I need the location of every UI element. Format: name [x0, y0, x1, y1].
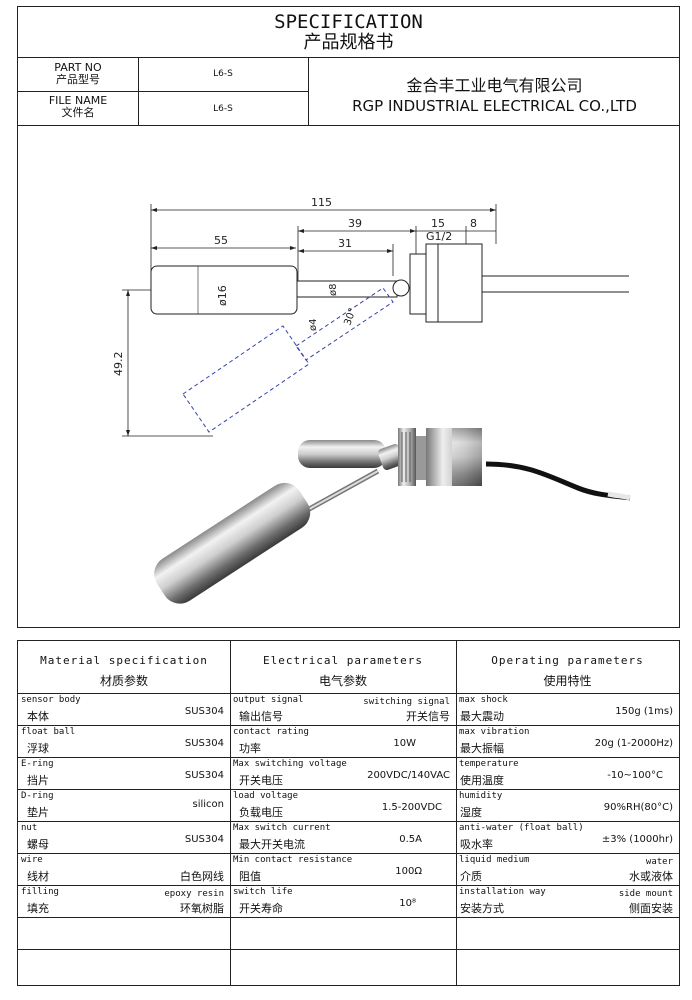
col-header-material: Material specification 材质参数 — [40, 654, 208, 688]
dim-thread: G1/2 — [426, 230, 452, 243]
file-name-label: FILE NAME 文件名 — [48, 94, 108, 119]
material-row: filling 填充 epoxy resin 环氧树脂 — [21, 887, 224, 915]
operating-row: installation way 安装方式 side mount 侧面安装 — [459, 887, 673, 915]
title-cn: 产品规格书 — [303, 32, 394, 53]
material-row: wire 线材 白色网线 — [21, 855, 224, 883]
dim-diameter-8: ø8 — [328, 284, 339, 296]
dim-diameter-4: ø4 — [308, 319, 319, 331]
technical-drawing-panel: 115 39 15 8 55 31 G1/2 ø16 ø8 ø4 30° 49.… — [17, 126, 680, 628]
product-photo — [154, 428, 631, 604]
dim-angle: 30° — [342, 307, 358, 327]
material-row: nut 螺母 SUS304 — [21, 823, 224, 851]
operating-row: max vibration 最大振幅 20g (1-2000Hz) — [459, 727, 673, 755]
spec-table: Material specification 材质参数 Electrical p… — [17, 640, 680, 986]
electrical-row: contact rating 功率 10W — [233, 727, 416, 755]
dim-115: 115 — [311, 196, 332, 209]
sensor-outline — [150, 243, 629, 323]
header-table: PART NO 产品型号 L6-S FILE NAME 文件名 L6-S 金合丰… — [17, 58, 680, 126]
dim-55: 55 — [214, 234, 228, 247]
operating-row: temperature 使用温度 -10~100°C — [459, 759, 663, 787]
dimension-labels: 115 39 15 8 55 31 G1/2 ø16 ø8 ø4 30° 49.… — [112, 196, 477, 376]
company-name-cn: 金合丰工业电气有限公司 — [406, 76, 583, 95]
operating-row: anti-water (float ball) 吸水率 ±3% (1000hr) — [459, 823, 673, 851]
electrical-row: Max switching voltage 开关电压 200VDC/140VAC — [233, 759, 450, 787]
material-row: float ball 浮球 SUS304 — [21, 727, 224, 755]
electrical-row: load voltage 负载电压 1.5-200VDC — [233, 791, 442, 819]
part-no-value: L6-S — [213, 69, 233, 79]
dim-15: 15 — [431, 217, 445, 230]
operating-row: liquid medium 介质 water 水或液体 — [459, 855, 673, 883]
material-row: D-ring 垫片 silicon — [21, 791, 224, 819]
material-row: E-ring 挡片 SUS304 — [21, 759, 224, 787]
dim-diameter-16: ø16 — [216, 285, 229, 306]
dim-49-2: 49.2 — [112, 352, 125, 377]
operating-row: max shock 最大震动 150g (1ms) — [459, 695, 673, 723]
spec-title-box: SPECIFICATION 产品规格书 — [17, 6, 680, 58]
dim-8: 8 — [470, 217, 477, 230]
dimension-arrows — [126, 208, 496, 436]
electrical-row: switch life 开关寿命 10⁸ — [233, 887, 416, 915]
dim-39: 39 — [348, 217, 362, 230]
electrical-row: output signal 输出信号 switching signal 开关信号 — [233, 695, 450, 723]
operating-row: humidity 湿度 90%RH(80°C) — [459, 791, 673, 819]
col-header-operating: Operating parameters 使用特性 — [491, 654, 644, 688]
technical-drawing: 115 39 15 8 55 31 G1/2 ø16 ø8 ø4 30° 49.… — [112, 196, 631, 604]
title-en: SPECIFICATION — [274, 11, 423, 33]
electrical-row: Max switch current 最大开关电流 0.5A — [233, 823, 422, 851]
electrical-row: Min contact resistance 阻值 100Ω — [233, 855, 422, 883]
file-name-value: L6-S — [213, 104, 233, 114]
part-no-label: PART NO 产品型号 — [54, 61, 102, 86]
material-row: sensor body 本体 SUS304 — [21, 695, 224, 723]
col-header-electrical: Electrical parameters 电气参数 — [262, 654, 424, 688]
dim-31: 31 — [338, 237, 352, 250]
company-name-en: RGP INDUSTRIAL ELECTRICAL CO.,LTD — [352, 97, 637, 115]
float-swing-outline — [182, 287, 394, 433]
